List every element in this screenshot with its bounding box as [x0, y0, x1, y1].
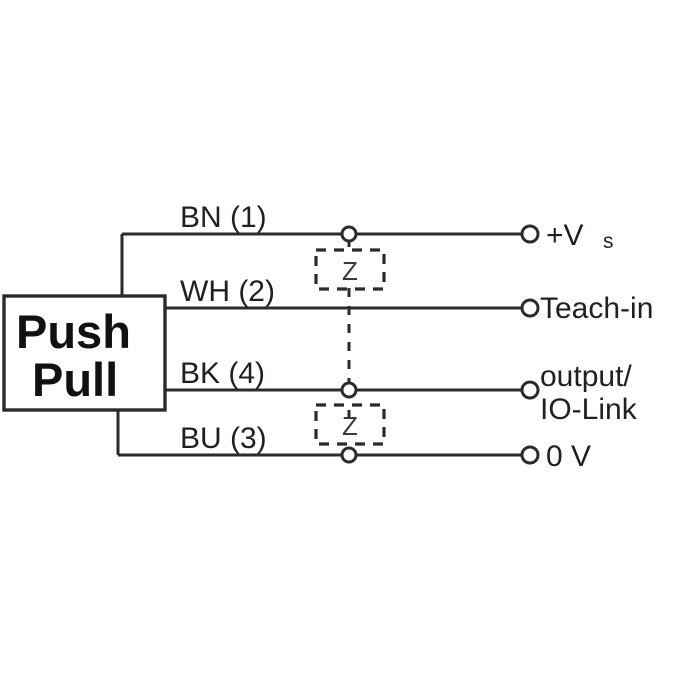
terminal-circle-vs[interactable]	[520, 224, 540, 244]
junction-dot-bn	[340, 225, 358, 243]
zener-block-lower: Z	[314, 403, 386, 446]
terminal-label-vs: +V	[546, 219, 584, 252]
terminal-circle-teach-in[interactable]	[520, 298, 540, 318]
zener-upper-label: Z	[342, 256, 358, 286]
device-label-line2: Pull	[32, 353, 118, 406]
zener-block-upper: Z	[314, 248, 386, 291]
terminal-label-teach-in: Teach-in	[540, 292, 653, 325]
wire-bu-path	[116, 410, 523, 457]
terminal-label-output-group: output/ IO-Link	[540, 360, 638, 426]
junction-dot-bu	[340, 446, 358, 464]
terminal-label-0v: 0 V	[546, 440, 591, 473]
terminal-label-vs-group: +V s	[546, 219, 614, 253]
terminal-circle-0v[interactable]	[520, 445, 540, 465]
wire-label-bk: BK (4)	[180, 357, 265, 390]
junction-dot-bk	[340, 381, 358, 399]
device-label-line1: Push	[16, 305, 131, 358]
device-body	[2, 294, 167, 412]
terminal-circle-output-iolink[interactable]	[520, 380, 540, 400]
wire-label-bn: BN (1)	[180, 201, 267, 234]
wire-label-wh: WH (2)	[180, 275, 275, 308]
zener-lower-label: Z	[342, 411, 358, 441]
terminal-label-output: output/	[540, 360, 632, 393]
terminal-label-vs-subscript: s	[603, 230, 614, 253]
wire-label-bu: BU (3)	[180, 422, 267, 455]
wire-bn-path	[120, 232, 523, 296]
terminal-label-iolink: IO-Link	[540, 393, 638, 426]
